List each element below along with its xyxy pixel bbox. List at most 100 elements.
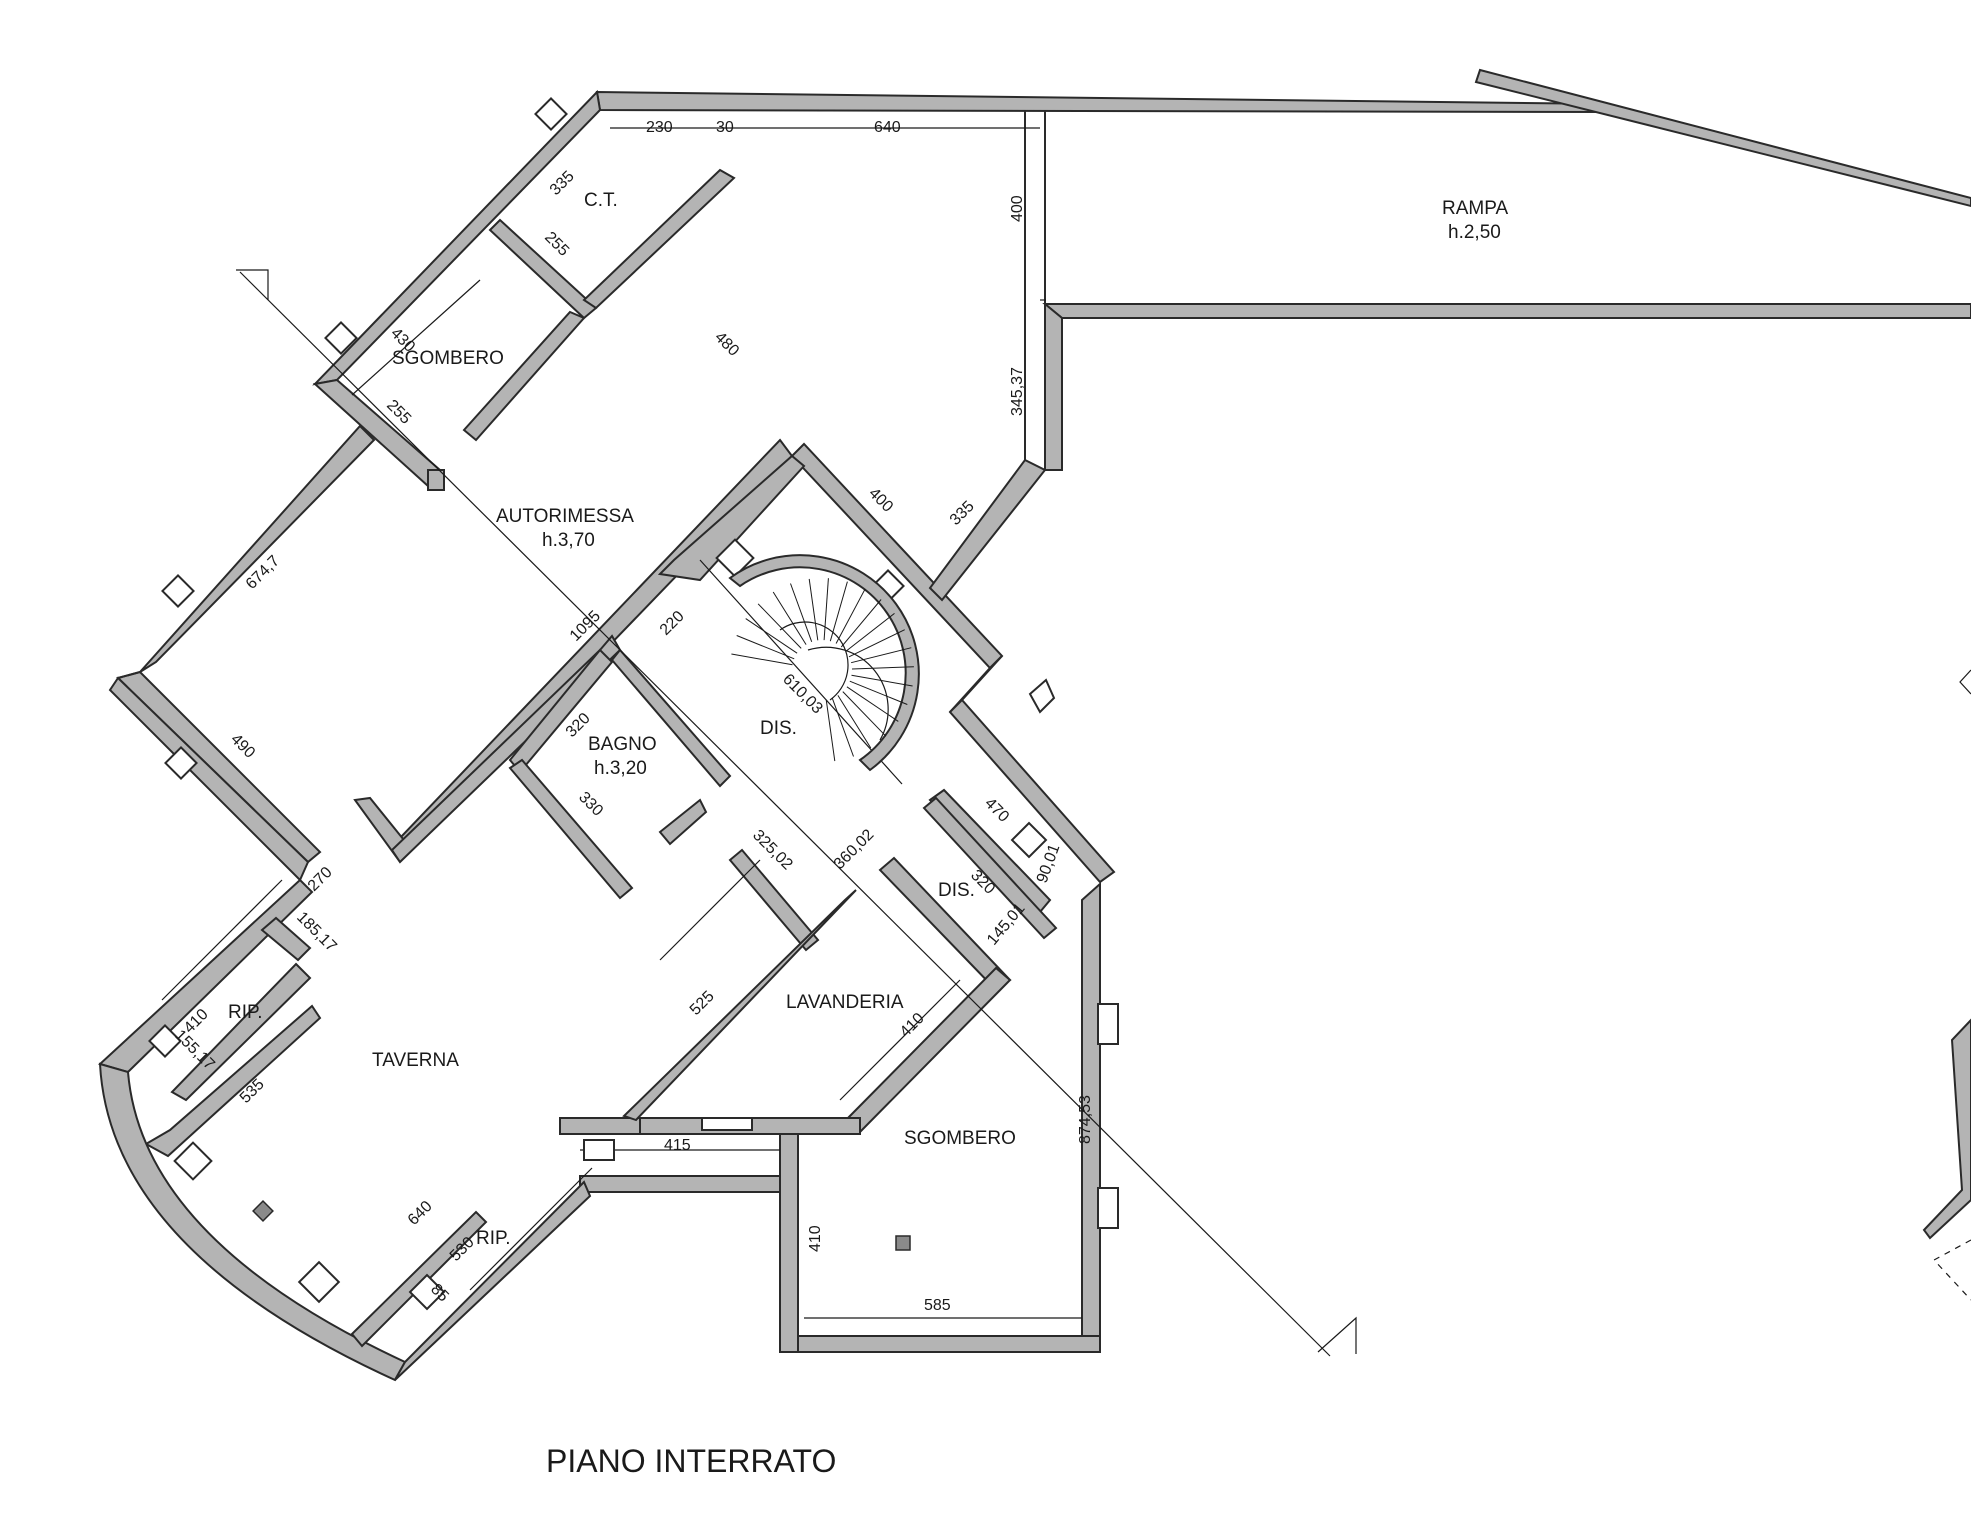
wall-taverna-top: [390, 634, 622, 864]
window: [408, 1273, 446, 1311]
annotation-lines: [161, 127, 1357, 1357]
stair-tread: [736, 635, 795, 660]
wall-sgombero-top2: [579, 1175, 781, 1193]
dim-label: 400: [1009, 195, 1026, 222]
wall-lav-inner: [622, 889, 857, 1122]
window: [534, 97, 568, 131]
stair-tread: [831, 698, 854, 757]
room-label-lavanderia: LAVANDERIA: [786, 992, 904, 1013]
window: [324, 321, 358, 355]
dim-label: 335: [547, 168, 578, 199]
room-label-taverna: TAVERNA: [372, 1050, 459, 1071]
stair-tread: [840, 599, 882, 648]
wall-stair-inner: [657, 454, 806, 582]
dim-label: 410: [897, 1010, 928, 1041]
wall-sgombero-left: [779, 1133, 799, 1353]
pillar: [895, 1235, 911, 1251]
wall-east-diag: [928, 458, 1047, 602]
stair-tread: [829, 581, 848, 642]
wall-autorimessa-left: [139, 424, 376, 673]
window: [1010, 821, 1048, 859]
wall-bagno-right: [610, 648, 732, 788]
stair-tread: [851, 674, 913, 687]
stair-tread: [731, 653, 793, 666]
wall-rip-inner: [170, 962, 312, 1102]
stair-tread: [845, 613, 895, 652]
wall-ct-sgombero: [488, 218, 598, 320]
dim-label: 415: [664, 1137, 691, 1154]
dim-label: 585: [924, 1297, 951, 1314]
stair-tread: [837, 695, 872, 749]
window: [583, 1139, 615, 1161]
adjacent-structure: [1922, 669, 1971, 1301]
room-label-rampa: RAMPA: [1442, 198, 1508, 219]
stair-tread: [846, 686, 899, 722]
stair-tread: [790, 583, 813, 642]
wall-taverna-bottom: [394, 1180, 592, 1381]
stair-tread: [851, 666, 914, 670]
pillar: [252, 1200, 274, 1222]
dim-label: 360,02: [831, 826, 878, 873]
room-label-dis-upper: DIS.: [760, 718, 797, 739]
window: [148, 1024, 182, 1058]
wall-dis-b: [922, 796, 1058, 940]
room-height-rampa: h.2,50: [1448, 222, 1501, 243]
dim-label: 345,37: [1009, 367, 1026, 416]
wall-rampa-bottom: [1042, 303, 1971, 319]
room-label-rip-bottom: RIP.: [476, 1228, 511, 1249]
window: [161, 574, 195, 608]
wall-lav-top: [728, 848, 820, 952]
window: [164, 746, 198, 780]
stair-tread: [848, 629, 905, 658]
wall-autorimessa-bottom: [108, 676, 310, 882]
window: [297, 1260, 341, 1304]
room-label-sgombero-bottom: SGOMBERO: [904, 1128, 1016, 1149]
dim-label: 220: [657, 608, 688, 639]
room-height-autorimessa: h.3,70: [542, 530, 595, 551]
stair-tread: [842, 691, 887, 737]
dim-label: 255: [541, 229, 572, 260]
wall-top: [595, 90, 1611, 114]
wall-autorimessa-corner: [116, 670, 322, 864]
room-label-dis-lower: DIS.: [938, 880, 975, 901]
room-label-ct: C.T.: [584, 190, 618, 211]
dim-label: 410: [807, 1225, 824, 1252]
dim-label: 610,03: [779, 671, 826, 718]
room-label-rip-left: RIP.: [228, 1002, 263, 1023]
wall-sgombero-inner: [462, 310, 586, 442]
wall-ct-right: [582, 168, 736, 310]
room-label-autorimessa: AUTORIMESSA: [496, 506, 634, 527]
wall-rip-left: [260, 916, 312, 962]
dim-label: 480: [711, 329, 742, 360]
plan-title: PIANO INTERRATO: [546, 1443, 836, 1479]
wall-rip-bottom: [143, 1004, 322, 1158]
wall-east-lower: [948, 698, 1116, 884]
stair-tread: [772, 591, 807, 645]
room-label-sgombero-top: SGOMBERO: [392, 348, 504, 369]
dim-label: 230: [646, 119, 673, 136]
dim-label: 335: [947, 498, 978, 529]
window: [715, 538, 755, 578]
window: [701, 1117, 753, 1131]
wall-sgombero-bottom: [779, 1335, 1101, 1353]
stair-tread: [850, 647, 912, 664]
room-label-bagno: BAGNO: [588, 734, 657, 755]
dim-label: 640: [874, 119, 901, 136]
wall-rip-bottom2: [350, 1210, 488, 1348]
dim-label: 490: [227, 731, 258, 762]
walls: [98, 68, 1971, 1382]
stair-tread: [745, 618, 798, 654]
dim-label: 400: [865, 485, 896, 516]
dim-label: 330: [575, 789, 606, 820]
dim-label: 874,53: [1077, 1095, 1094, 1144]
dim-label: 470: [981, 795, 1012, 826]
stair-tread: [757, 603, 802, 649]
stair-tread: [823, 578, 829, 641]
wall-bagno-low: [658, 798, 708, 846]
room-height-bagno: h.3,20: [594, 758, 647, 779]
windows: [148, 97, 1119, 1311]
wall-bagno-inner: [508, 758, 634, 900]
stair-tread: [808, 578, 819, 641]
window: [173, 1141, 213, 1181]
window: [1097, 1187, 1119, 1229]
